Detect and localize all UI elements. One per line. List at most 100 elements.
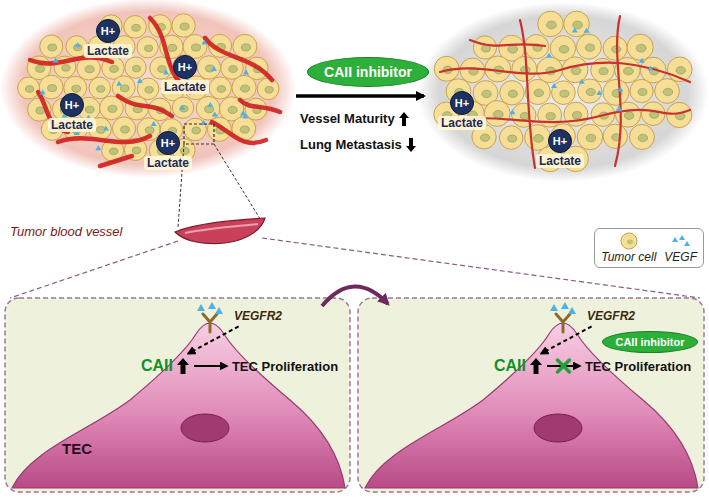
tumor-cell [484,100,510,126]
cell-nucleus [663,88,672,95]
legend-vegf [672,235,690,246]
cell-nucleus [560,90,569,97]
cell-nucleus [241,44,250,51]
outcome-label: TEC Proliferation [230,357,340,376]
vegf-particle [509,109,515,114]
cell-nucleus [508,90,517,97]
label-text: TEC [62,440,92,457]
vegf-particle [103,126,109,131]
vegf-particle [163,70,169,75]
legend-text: Tumor cell [601,250,656,264]
cell-nucleus [158,66,166,73]
vegf-particle [572,28,578,33]
vegf-particle [584,28,590,33]
vegf-particle [40,90,46,95]
zoom-line [214,144,262,222]
tumor-cell [630,79,653,102]
illustration-shape [30,57,112,63]
enzyme-label: CAII [139,355,191,377]
node-text: CAII [141,357,173,375]
metabolite-label: Lactate [48,118,96,132]
receptor-label: VEGFR2 [585,307,637,325]
vegf-particle [201,39,207,44]
cell-nucleus [624,67,634,75]
increase-arrow [530,358,542,374]
cell-nucleus [132,147,140,154]
vegf-particle [116,81,122,86]
tumor-cell [124,16,147,39]
vegf-particle [639,58,645,63]
illustration-shape [520,20,535,168]
vegf-particle [618,86,624,91]
tumor-cell [627,34,653,60]
tumor-cells [18,14,279,162]
vegf-particle [53,57,59,62]
endothelial-cell [12,302,345,488]
increase-arrow [399,112,409,126]
tumor-cell [500,81,524,105]
cell-nucleus [25,86,33,93]
illustration-shape [181,414,229,442]
tumor-cell [232,75,256,99]
cell-nucleus [571,67,581,75]
cell-nucleus [636,44,646,52]
vegf-particle [240,111,246,116]
label: Lung Metastasis [300,137,416,152]
cell-nucleus [482,90,491,97]
cell-nucleus [145,45,153,51]
cell-nucleus [132,65,140,71]
tumor-cell [112,117,135,140]
ion-symbol: H+ [156,131,180,155]
node-text: VEGFR2 [587,309,635,323]
legend-cell [621,233,637,249]
illustration-shape [212,122,266,143]
ion-symbol: H+ [60,93,84,117]
tumor-cell [667,102,692,127]
legend: Tumor cellVEGF [594,228,704,268]
enzyme-label: CAII [492,355,544,377]
tumor-cell [40,35,63,58]
legend-nucleus [627,240,633,245]
tumor-cell [577,124,602,149]
node-text: TEC Proliferation [585,359,691,374]
tumor-cell [460,58,485,83]
tumor-cell [172,97,193,118]
illustration-shape [197,302,223,314]
cell-nucleus [240,85,249,92]
vegf-particle [95,145,101,150]
ion-symbol: H+ [548,129,572,153]
cell-nucleus [638,89,647,96]
vegf-particle [212,111,218,116]
cell-nucleus [110,66,119,73]
illustration-shape [118,96,172,116]
cell-nucleus [546,113,555,120]
cell-nucleus [217,86,225,93]
ion-symbol: H+ [173,55,197,79]
blood-vessel [175,218,265,244]
label-text: Lung Metastasis [300,137,402,152]
tumor-halo [417,2,709,182]
cell-nucleus [624,112,634,120]
label-text: Vessel Maturity [300,111,395,126]
cell-nucleus [132,24,141,31]
legend-sample [668,232,694,250]
ion-symbol: H+ [450,91,474,115]
tumor-cell [603,79,629,105]
metabolite-label: Lactate [144,156,192,170]
metabolite-label: Lactate [84,44,132,58]
trend-arrow [406,138,416,152]
cell-nucleus [180,105,188,111]
illustration-shape [365,323,698,488]
trend-arrow [399,112,409,126]
vegf-particle [211,66,217,71]
cell-nucleus [97,86,105,92]
vegf-particle [546,53,552,58]
node-text: CAII inhibitor [615,336,684,348]
cell-nucleus [168,44,177,51]
illustration-shape [58,136,150,142]
cell-nucleus [676,67,685,74]
label: TEC [62,440,92,457]
cell-nucleus [559,45,569,53]
vessel-highlight [185,224,258,233]
